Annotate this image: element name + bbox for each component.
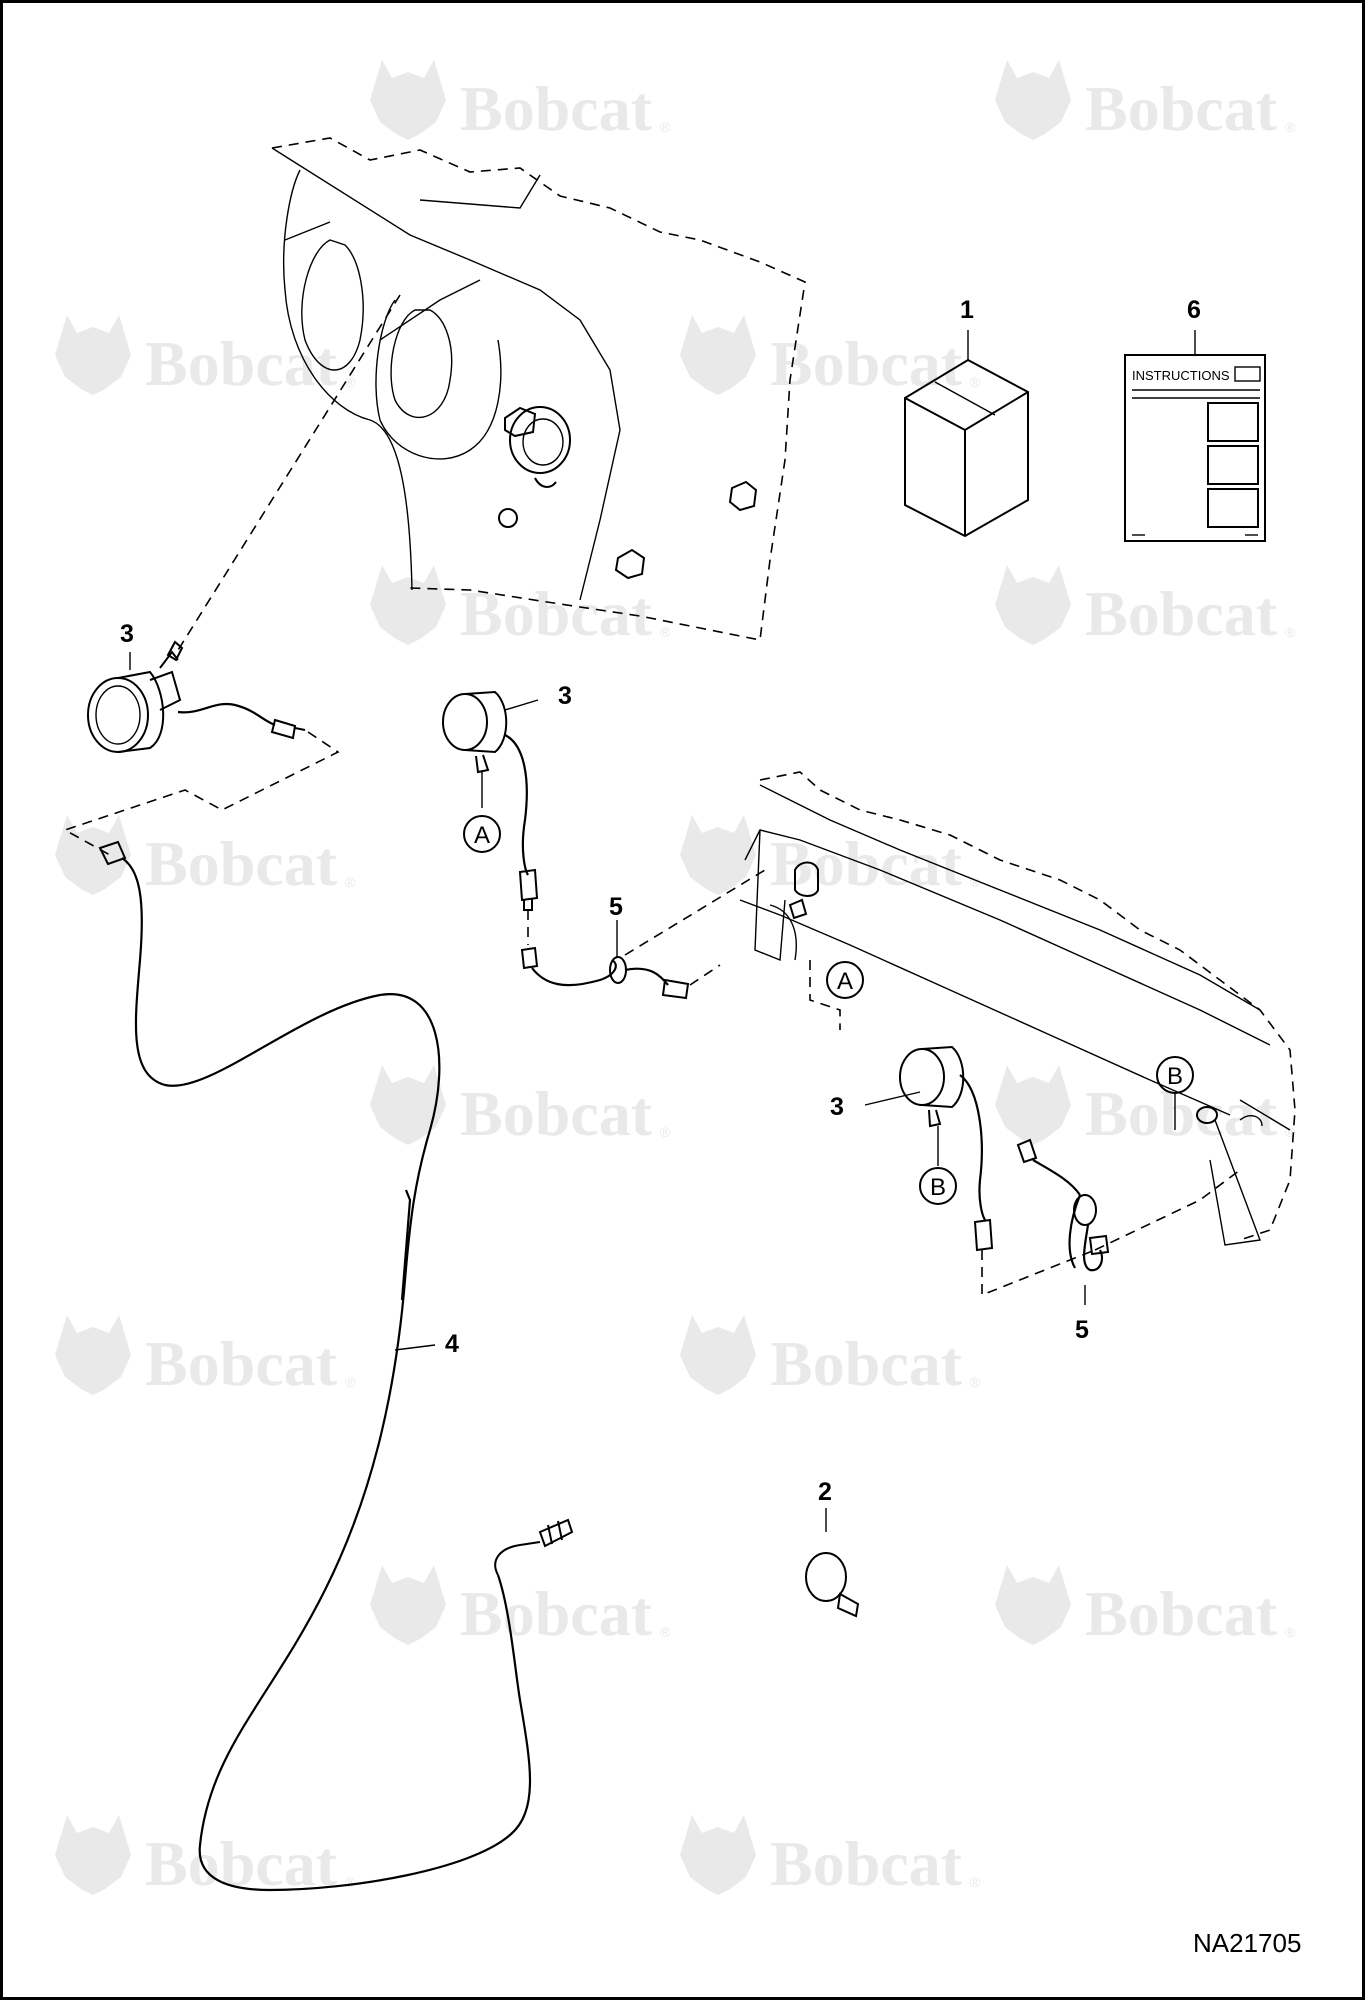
callout-part-3-top-left: 3 [120, 620, 134, 648]
watermark-mark: ® [660, 1124, 671, 1140]
connection-point-a-left [463, 815, 501, 853]
connection-point-a-left-label: A [474, 822, 490, 849]
watermark-logo-icon [680, 1315, 756, 1395]
watermark-layer: Bobcat ® Bobcat ® Bobcat ® Bobcat ® Bobcat ® Bobca… [55, 60, 1296, 1899]
watermark-logo-icon [370, 1065, 446, 1145]
callout-part-1: 1 [960, 296, 974, 324]
watermark-text: Bobcat [145, 1328, 338, 1399]
watermark: Bobcat ® [995, 1565, 1296, 1649]
watermark-text: Bobcat [1085, 578, 1278, 649]
watermark-mark: ® [660, 119, 671, 135]
watermark: Bobcat ® [995, 565, 1296, 649]
watermark-logo-icon [55, 315, 131, 395]
watermark: Bobcat ® [995, 60, 1296, 144]
watermark: Bobcat ® [55, 815, 356, 899]
watermark-logo-icon [995, 60, 1071, 140]
work-light-lower-right: B [899, 1045, 1110, 1297]
watermark-mark: ® [970, 374, 981, 390]
watermark: Bobcat ® [370, 1065, 671, 1149]
watermark-logo-icon [995, 565, 1071, 645]
watermark-text: Bobcat [460, 1578, 653, 1649]
watermark-text: Bobcat [770, 328, 963, 399]
watermark-mark: ® [1285, 1624, 1296, 1640]
watermark: Bobcat® [680, 815, 981, 899]
main-harness [98, 840, 574, 1892]
watermark-mark: ® [970, 1874, 981, 1890]
watermark-mark: ® [970, 1374, 981, 1390]
watermark-text: Bobcat [460, 1078, 653, 1149]
connection-point-b-right-label: B [1167, 1063, 1183, 1090]
watermark: Bobcat ® [680, 1815, 981, 1899]
connection-point-a-right-label: A [837, 968, 853, 995]
watermark-text: Bobcat [770, 1828, 963, 1899]
connection-point-b-left [919, 1167, 957, 1205]
upper-frame-section [271, 137, 806, 641]
watermark: Bobcat® [55, 1815, 356, 1899]
connection-point-b-left-label: B [930, 1174, 946, 1201]
work-light-top-left [87, 640, 306, 753]
watermark: Bobcat ® [680, 1315, 981, 1399]
leader-top-left-connector [63, 731, 340, 856]
watermark-mark: ® [1285, 624, 1296, 640]
watermark: Bobcat ® [680, 315, 981, 399]
instruction-sheet: INSTRUCTIONS [1124, 330, 1266, 542]
watermark-text: Bobcat [1085, 1578, 1278, 1649]
watermark-logo-icon [680, 1815, 756, 1895]
watermark-mark: ® [345, 1374, 356, 1390]
callout-part-5-lower-right: 5 [1075, 1316, 1089, 1344]
watermark-logo-icon [995, 1065, 1071, 1145]
watermark-mark: ® [345, 374, 356, 390]
connection-point-a-right [826, 961, 864, 999]
watermark-logo-icon [55, 1815, 131, 1895]
callout-part-5-center: 5 [609, 893, 623, 921]
watermark-logo-icon [370, 565, 446, 645]
watermark: Bobcat ® [55, 1315, 356, 1399]
watermark-text: Bobcat [145, 828, 338, 899]
watermark-mark: ® [660, 1624, 671, 1640]
watermark-text: Bobcat [1085, 1078, 1278, 1149]
watermark-logo-icon [995, 1565, 1071, 1645]
watermark-text: Bobcat [770, 1328, 963, 1399]
watermark-logo-icon [370, 60, 446, 140]
work-light-center: A [442, 690, 690, 1000]
callout-part-3-lower-right: 3 [830, 1093, 844, 1121]
leader-center-connector [624, 869, 766, 986]
lower-frame-section [739, 771, 1296, 1246]
watermark: Bobcat ® [370, 1565, 671, 1649]
leader-lower-right-connector [1094, 1169, 1241, 1251]
callout-part-4: 4 [445, 1330, 459, 1358]
watermark-text: Bobcat [460, 578, 653, 649]
watermark-logo-icon [680, 315, 756, 395]
watermark-text: Bobcat [145, 328, 338, 399]
callout-part-6: 6 [1187, 296, 1201, 324]
watermark: Bobcat ® [55, 315, 356, 399]
callout-part-2: 2 [818, 1478, 832, 1506]
leader-light-to-frame [174, 294, 401, 656]
watermark-mark: ® [660, 624, 671, 640]
watermark: Bobcat ® [995, 1065, 1296, 1149]
watermark-logo-icon [55, 815, 131, 895]
watermark-logo-icon [370, 1565, 446, 1645]
watermark-text: Bobcat [460, 73, 653, 144]
watermark-mark: ® [1285, 119, 1296, 135]
watermark-logo-icon [55, 1315, 131, 1395]
kit-box [904, 330, 1029, 538]
watermark-text: Bobcat [1085, 73, 1278, 144]
instruction-sheet-heading: INSTRUCTIONS [1132, 368, 1230, 383]
watermark: Bobcat ® [370, 60, 671, 144]
figure-id: NA21705 [1193, 1928, 1301, 1958]
callout-part-3-center: 3 [558, 682, 572, 710]
watermark-mark: ® [345, 1874, 356, 1890]
watermark-mark: ® [345, 874, 356, 890]
watermark-mark: ® [970, 874, 981, 890]
watermark-mark: ® [1285, 1124, 1296, 1140]
cable-tie [805, 1508, 860, 1618]
